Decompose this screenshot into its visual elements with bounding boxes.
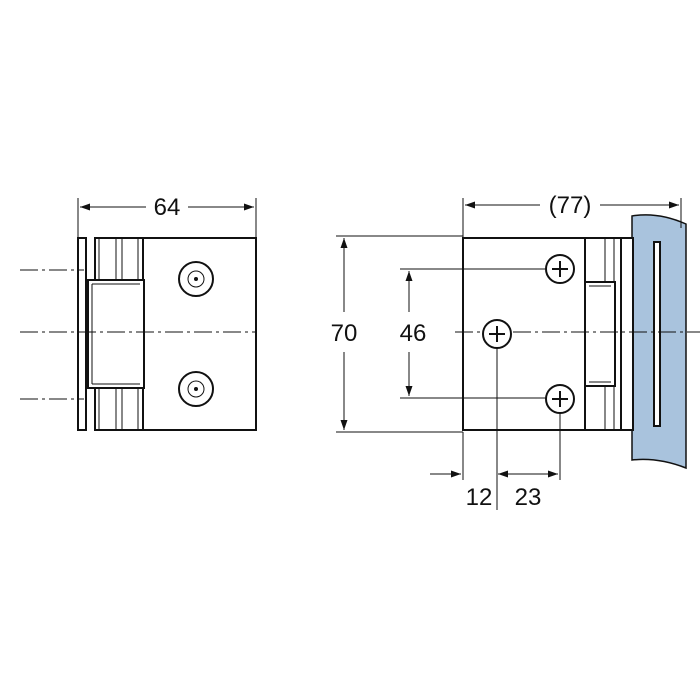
side-view: (77) 70 46 <box>331 192 700 511</box>
front-view: 64 <box>20 194 257 431</box>
screw-icon <box>482 319 512 349</box>
edge-offset-label: 12 <box>466 484 493 511</box>
wall-plate <box>77 237 87 431</box>
screw-icon <box>178 261 214 297</box>
hole-spacing-label: 46 <box>400 320 427 347</box>
screw-icon <box>178 371 214 407</box>
screw-icon <box>545 384 575 414</box>
hole-offset-label: 23 <box>515 484 542 511</box>
knuckle-insert <box>584 281 616 387</box>
overall-width-label: (77) <box>549 192 592 219</box>
screw-icon <box>545 254 575 284</box>
height-label: 70 <box>331 320 358 347</box>
center-cutout <box>87 279 145 389</box>
glass-clamp-plate <box>620 237 634 431</box>
rear-clamp-plate <box>653 241 661 427</box>
width-dimension-label: 64 <box>154 194 181 221</box>
